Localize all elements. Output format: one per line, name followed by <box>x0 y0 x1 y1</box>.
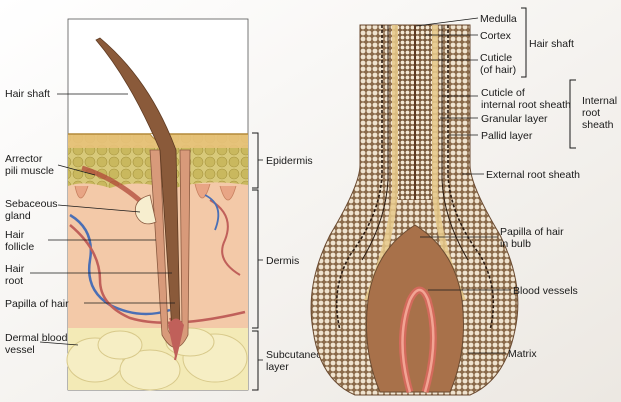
label-ers: External root sheath <box>486 169 580 181</box>
papilla <box>168 318 184 360</box>
label-matrix: Matrix <box>508 348 537 360</box>
label-subq-2: layer <box>266 361 289 373</box>
label-cuticle-irs-1: Cuticle of <box>481 87 525 99</box>
label-cuticle-2: (of hair) <box>480 64 516 76</box>
label-irs-3: sheath <box>582 119 614 131</box>
right-labels: Medulla Cortex Cuticle (of hair) Hair sh… <box>415 7 617 360</box>
sebaceous-gland <box>134 194 157 225</box>
label-subq-1: Subcutaneous <box>266 349 333 361</box>
label-papilla-bulb-2: in bulb <box>500 238 531 250</box>
external-root-sheath <box>310 24 519 396</box>
label-cuticle-1: Cuticle <box>480 52 512 64</box>
label-follicle-2: follicle <box>5 241 34 253</box>
label-vessels: Blood vessels <box>513 285 578 297</box>
hair-bulb <box>310 24 519 396</box>
label-granular: Granular layer <box>481 113 548 125</box>
label-sebaceous-1: Sebaceous <box>5 198 58 210</box>
label-irs-1: Internal <box>582 95 617 107</box>
label-irs-2: root <box>582 107 600 119</box>
label-arrector-2: pili muscle <box>5 165 54 177</box>
label-hair-shaft: Hair shaft <box>5 88 50 100</box>
label-root-2: root <box>5 275 23 287</box>
label-epidermis: Epidermis <box>266 155 313 167</box>
label-arrector-1: Arrector <box>5 153 43 165</box>
label-cortex: Cortex <box>480 30 512 42</box>
vein <box>69 213 171 316</box>
label-pallid: Pallid layer <box>481 130 533 142</box>
label-dermis: Dermis <box>266 255 299 267</box>
label-hair-shaft-group: Hair shaft <box>529 38 574 50</box>
label-papilla: Papilla of hair <box>5 298 69 310</box>
label-dermal-1: Dermal blood <box>5 332 68 344</box>
label-sebaceous-2: gland <box>5 210 31 222</box>
label-root-1: Hair <box>5 263 25 275</box>
label-follicle-1: Hair <box>5 229 25 241</box>
label-cuticle-irs-2: internal root sheath <box>481 99 571 111</box>
papilla-bulb <box>366 224 464 393</box>
skin-cross-section <box>66 18 249 391</box>
label-dermal-2: vessel <box>5 344 35 356</box>
left-labels: Hair shaft Arrector pili muscle Sebaceou… <box>5 88 333 391</box>
label-medulla: Medulla <box>480 13 517 25</box>
label-papilla-bulb-1: Papilla of hair <box>500 226 564 238</box>
